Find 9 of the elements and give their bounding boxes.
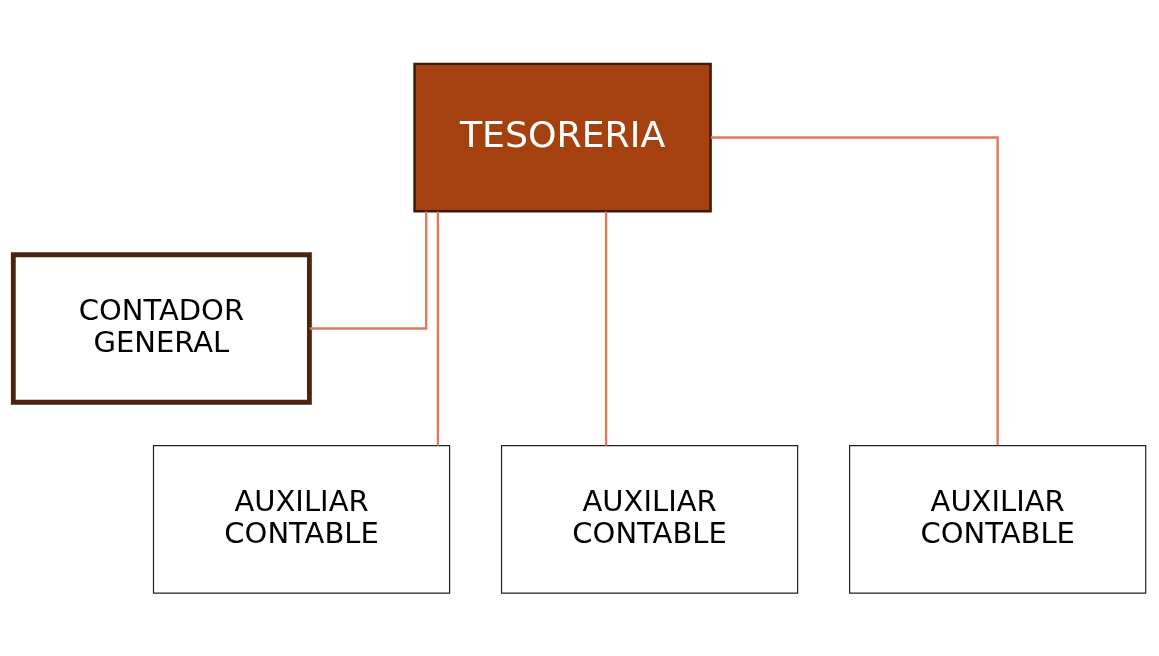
node-box: AUXILIAR CONTABLE — [849, 444, 1147, 594]
node-box: CONTADOR GENERAL — [10, 251, 312, 405]
node-box: AUXILIAR CONTABLE — [152, 444, 451, 594]
connector — [604, 211, 608, 446]
connector — [309, 210, 428, 330]
node-box: TESORERIA — [413, 62, 712, 212]
connector — [710, 135, 999, 445]
connector — [436, 211, 440, 446]
node-box: AUXILIAR CONTABLE — [500, 444, 799, 594]
